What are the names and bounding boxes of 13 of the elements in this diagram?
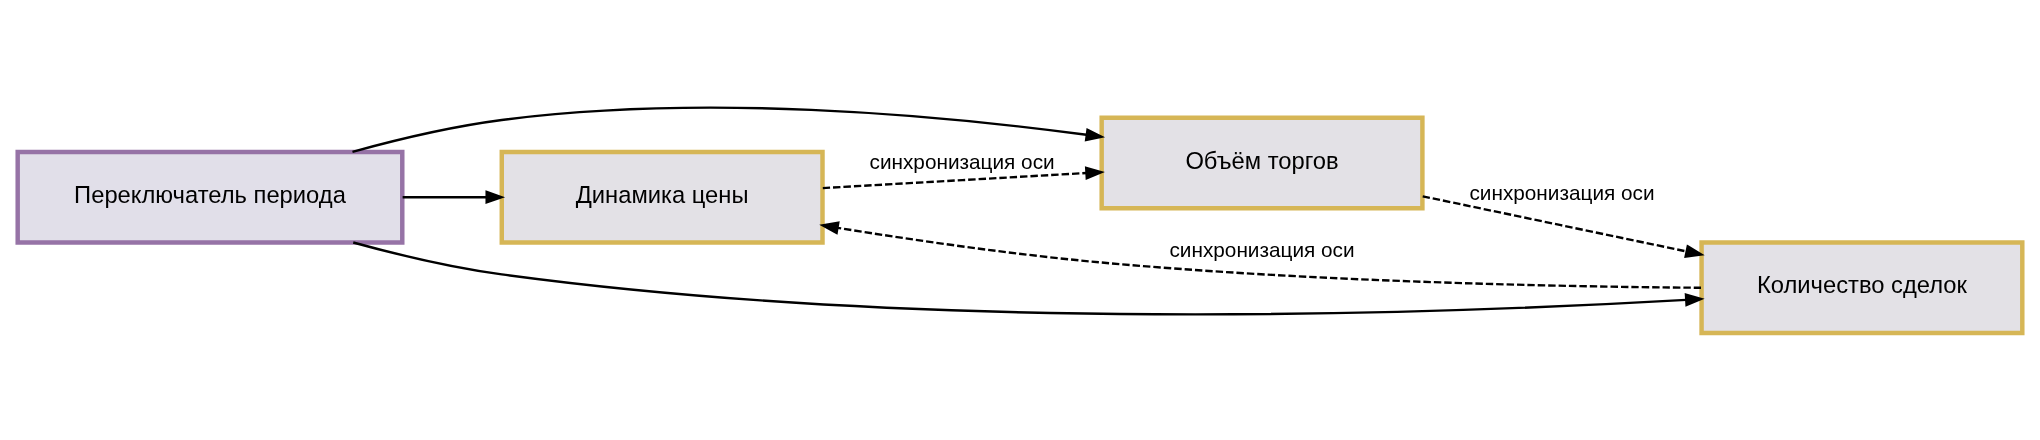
node-box: Количество сделок <box>1699 240 2025 336</box>
arrow <box>1422 195 1705 258</box>
arrow <box>352 106 1106 153</box>
arrow <box>352 241 1705 316</box>
edge-label: синхронизация оси <box>1169 237 1355 261</box>
node-box: Объём торгов <box>1099 115 1425 211</box>
edge-label: синхронизация оси <box>1469 181 1655 205</box>
node-box: Переключатель периода <box>15 149 405 245</box>
arrow <box>402 190 506 205</box>
arrow <box>822 166 1105 190</box>
arrow <box>819 221 1701 289</box>
edge-label: синхронизация оси <box>869 150 1055 174</box>
node-box: Динамика цены <box>499 149 825 245</box>
